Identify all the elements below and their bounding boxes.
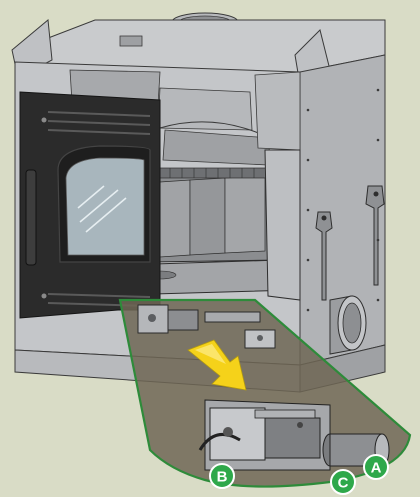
- callout-b-label: B: [217, 469, 228, 486]
- side-rivets: [306, 88, 380, 312]
- callout-b: B: [209, 463, 235, 489]
- callout-a-label: A: [371, 460, 382, 477]
- callout-c-label: C: [338, 475, 349, 492]
- yellow-arrow-icon: [187, 339, 247, 391]
- side-handle-left: [315, 211, 333, 301]
- callout-c: C: [330, 469, 356, 495]
- side-handle-right: [365, 185, 385, 286]
- door-handle: [25, 169, 37, 266]
- door-vent-top: [47, 111, 151, 135]
- door-bolts: [41, 117, 47, 299]
- top-tab: [119, 35, 143, 47]
- mechanism-detail: [198, 399, 390, 471]
- firebox-interior: [117, 149, 301, 301]
- callout-a: A: [363, 454, 389, 480]
- glass-reflection: [77, 185, 127, 233]
- side-air-outlet: [329, 295, 367, 355]
- door-glass: [65, 157, 145, 256]
- air-control-mechanism: [137, 304, 276, 349]
- fire-door: [19, 91, 161, 319]
